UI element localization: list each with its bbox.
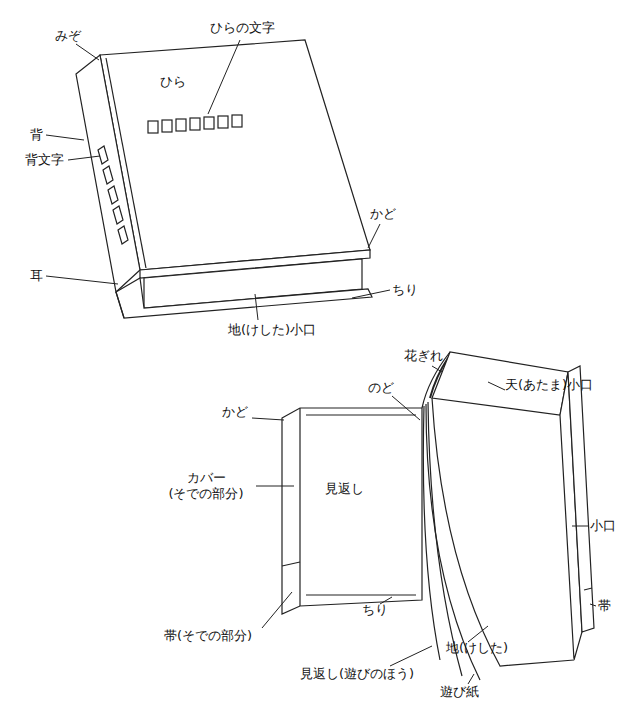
part-label: 地(けした)小口 <box>228 322 316 338</box>
part-label: 天(あたま)小口 <box>505 377 593 393</box>
cover-flap-edge <box>299 408 300 606</box>
leader-lines <box>252 366 596 684</box>
band-flap-edge <box>282 562 300 566</box>
endpaper-edge <box>306 414 416 415</box>
part-label: 小口 <box>590 518 616 534</box>
part-label: 帯 <box>598 598 611 614</box>
cover-face <box>100 40 370 270</box>
part-label: かど <box>222 404 248 420</box>
part-label: かど <box>370 206 396 222</box>
back-board <box>568 366 594 632</box>
free-endpaper <box>423 406 440 660</box>
ear-line <box>116 292 124 318</box>
part-label: 見返し(遊びのほう) <box>300 666 414 682</box>
cover-letters <box>148 115 242 133</box>
part-label: 花ぎれ <box>404 348 443 364</box>
part-label: ひらの文字 <box>210 20 275 36</box>
part-label: 帯(そでの部分) <box>164 628 252 644</box>
leader-lines <box>46 40 390 320</box>
page-block-side <box>432 398 574 666</box>
part-label: 背 <box>30 127 43 143</box>
back-board <box>116 278 372 318</box>
band-line <box>584 588 592 590</box>
spine-letters <box>98 146 128 244</box>
part-label: 見返し <box>325 481 364 497</box>
part-label: ちり <box>362 602 388 618</box>
spine-face <box>76 55 140 292</box>
part-label: カバー (そでの部分) <box>156 470 256 503</box>
part-label: ちり <box>392 282 418 298</box>
part-label: 背文字 <box>25 152 64 168</box>
squares-line <box>306 594 416 595</box>
part-label: 耳 <box>30 268 43 284</box>
part-label: 遊び紙 <box>440 684 479 700</box>
part-label: みぞ <box>55 28 81 44</box>
part-label: 地(けした) <box>446 640 508 656</box>
front-cover <box>282 408 422 614</box>
part-label: のど <box>368 380 394 396</box>
part-label: ひら <box>160 74 186 90</box>
flyleaf <box>428 402 462 676</box>
